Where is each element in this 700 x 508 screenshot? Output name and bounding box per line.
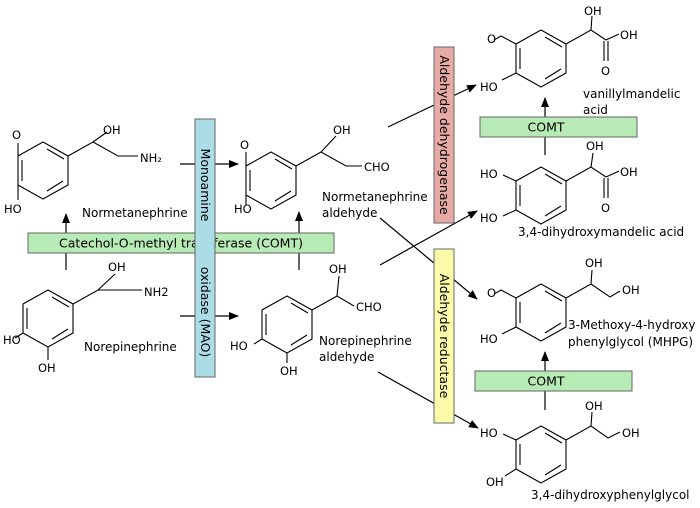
dhpg-structure bbox=[502, 411, 621, 484]
label-norepinephrine: Norepinephrine bbox=[84, 340, 177, 354]
dhma-acid-oh: OH bbox=[620, 165, 638, 179]
dhpg-ho-upper: HO bbox=[480, 426, 498, 440]
ne-ald-cho: CHO bbox=[356, 300, 382, 314]
label-mhpg-2: phenylglycol (MHPG) bbox=[568, 335, 693, 349]
comt-long-box bbox=[27, 232, 335, 254]
comt-lower-label: COMT bbox=[528, 374, 565, 389]
normetanephrine-aldehyde-structure bbox=[245, 135, 362, 210]
arrow-nmn-aldehyde-to-mhpg bbox=[379, 217, 478, 300]
vma-methoxy-o: O bbox=[487, 32, 496, 46]
dhma-ho-lower: HO bbox=[480, 211, 498, 225]
nmn-nh2: NH₂ bbox=[140, 151, 162, 165]
vma-acid-o: O bbox=[601, 64, 610, 78]
normetanephrine-structure bbox=[17, 131, 138, 200]
comt-long-label: Catechol-O-methyl transferase (COMT) bbox=[59, 236, 303, 251]
ne-oh: OH bbox=[108, 260, 126, 274]
dhpg-oh-lower: OH bbox=[486, 475, 504, 489]
norepinephrine-structure bbox=[14, 273, 142, 360]
nmn-ald-oh: OH bbox=[333, 123, 351, 137]
mhpg-oh-end: OH bbox=[622, 283, 640, 297]
vma-acid-oh: OH bbox=[620, 28, 638, 42]
norepinephrine-aldehyde-structure bbox=[253, 275, 355, 363]
label-vma-1: vanillylmandelic bbox=[583, 87, 680, 101]
mhpg-structure bbox=[493, 269, 621, 342]
mhpg-ho: HO bbox=[480, 332, 498, 346]
mhpg-oh-top: OH bbox=[585, 256, 603, 270]
dhma-acid-o: O bbox=[601, 201, 610, 215]
arrow-ne-aldehyde-to-dhma bbox=[379, 210, 478, 266]
dhma-structure bbox=[502, 152, 620, 225]
ne-nh2: NH2 bbox=[144, 285, 169, 299]
label-dhpg: 3,4-dihydroxyphenylglycol bbox=[531, 488, 690, 502]
dhpg-oh-end: OH bbox=[622, 426, 640, 440]
nmn-methoxy-o: O bbox=[12, 128, 21, 142]
mao-label-bottom: oxidase (MAO) bbox=[198, 267, 213, 358]
ne-oh-lower: OH bbox=[38, 361, 56, 375]
label-ne-aldehyde-1: Norepinephrine bbox=[319, 334, 412, 348]
label-ne-aldehyde-2: aldehyde bbox=[319, 350, 374, 364]
label-dhma: 3,4-dihydroxymandelic acid bbox=[518, 225, 684, 239]
label-vma-2: acid bbox=[583, 103, 608, 117]
aldh-box bbox=[433, 46, 455, 224]
ar-label: Aldehyde reductase bbox=[437, 274, 452, 399]
label-mhpg-1: 3-Methoxy-4-hydroxy bbox=[568, 318, 695, 332]
comt-lower-box bbox=[474, 370, 633, 392]
vma-oh-top: OH bbox=[584, 4, 602, 18]
ne-ald-ho: HO bbox=[230, 339, 248, 353]
dhma-oh-top: OH bbox=[586, 139, 604, 153]
mao-box bbox=[194, 118, 216, 378]
ne-ho: HO bbox=[3, 333, 21, 347]
nmn-ald-ho: HO bbox=[234, 202, 252, 216]
comt-upper-box bbox=[479, 116, 638, 138]
nmn-ald-methoxy-o: O bbox=[240, 138, 249, 152]
arrow-ne-aldehyde-to-dhpg bbox=[377, 371, 479, 429]
mao-label-top: Monoamine bbox=[198, 149, 213, 222]
dhpg-oh-top: OH bbox=[585, 399, 603, 413]
aldh-label: Aldehyde dehydrogenase bbox=[437, 55, 452, 215]
nmn-ald-cho: CHO bbox=[364, 160, 390, 174]
label-nmn-aldehyde-1: Normetanephrine bbox=[322, 190, 428, 204]
ar-box bbox=[433, 248, 455, 424]
ne-ald-oh-lower: OH bbox=[280, 364, 298, 378]
nmn-oh: OH bbox=[103, 123, 121, 137]
arrow-nmn-aldehyde-to-vma bbox=[387, 84, 477, 128]
label-normetanephrine: Normetanephrine bbox=[82, 206, 188, 220]
mhpg-methoxy-o: O bbox=[487, 286, 496, 300]
comt-upper-label: COMT bbox=[528, 120, 565, 135]
dhma-ho-upper: HO bbox=[480, 167, 498, 181]
vma-ho: HO bbox=[480, 80, 498, 94]
nmn-ho: HO bbox=[4, 202, 22, 216]
vma-structure bbox=[493, 15, 620, 88]
ne-ald-oh: OH bbox=[329, 262, 347, 276]
label-nmn-aldehyde-2: aldehyde bbox=[322, 206, 377, 220]
